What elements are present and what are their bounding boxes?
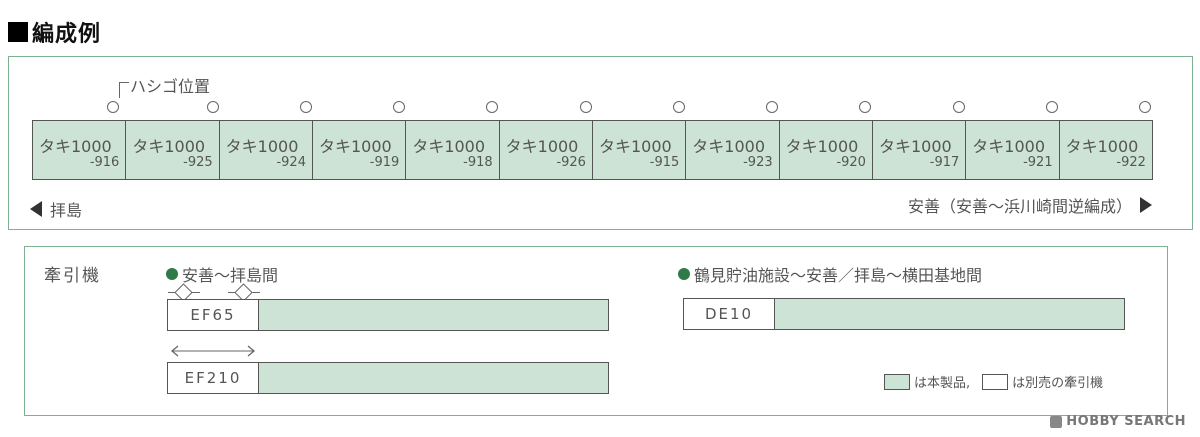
locomotive-name: EF65 xyxy=(168,300,259,330)
car-type: タキ1000 xyxy=(39,137,112,156)
locomotive-name: EF210 xyxy=(168,363,259,393)
legend-swatch-separate xyxy=(982,373,1009,390)
ladder-circle-icon xyxy=(486,101,499,113)
cars-row: タキ1000-916 タキ1000-925 タキ1000-924 タキ1000-… xyxy=(32,120,1153,180)
left-arrow-icon xyxy=(30,201,42,217)
car-number: -920 xyxy=(836,155,866,170)
route-label-2: 鶴見貯油施設～安善／拝島～横田基地間 xyxy=(678,262,982,286)
car-type: タキ1000 xyxy=(785,137,859,156)
ladder-circle-icon xyxy=(1045,101,1058,113)
locomotive-ef210: EF210 xyxy=(167,362,609,394)
car-10: タキ1000-917 xyxy=(871,121,966,179)
ladder-position-label: ハシゴ位置 xyxy=(130,77,211,96)
legend: は本製品, は別売の牽引機 xyxy=(884,372,1103,391)
car-8: タキ1000-923 xyxy=(685,121,779,179)
car-type: タキ1000 xyxy=(318,137,392,156)
car-number: -918 xyxy=(463,155,493,170)
car-4: タキ1000-919 xyxy=(311,121,406,179)
direction-right: 安善（安善～浜川崎間逆編成） xyxy=(908,193,1152,217)
ladder-circle-icon xyxy=(952,101,965,113)
locomotive-name: DE10 xyxy=(684,299,775,329)
ladder-leader-line xyxy=(119,82,120,98)
ladder-circle-icon xyxy=(579,101,592,113)
direction-right-label: 安善（安善～浜川崎間逆編成） xyxy=(907,197,1132,216)
ladder-circle-icon xyxy=(672,101,685,113)
ladder-leader-line-horizontal xyxy=(119,82,129,83)
car-type: タキ1000 xyxy=(132,137,206,156)
locomotive-body-product xyxy=(775,299,1124,329)
car-number: -926 xyxy=(556,155,586,170)
car-number: -916 xyxy=(89,155,120,170)
direction-left: 拝島 xyxy=(30,197,82,221)
car-number: -924 xyxy=(276,155,306,170)
legend-product-label: は本製品, xyxy=(914,376,971,391)
route-1-text: 安善～拝島間 xyxy=(182,266,279,285)
legend-separate-label: は別売の牽引機 xyxy=(1012,376,1104,391)
car-number: -921 xyxy=(1023,155,1053,170)
route-2-text: 鶴見貯油施設～安善／拝島～横田基地間 xyxy=(694,266,983,285)
ladder-circle-icon xyxy=(393,101,405,113)
car-type: タキ1000 xyxy=(412,137,486,156)
ladder-circle-icon xyxy=(107,101,119,113)
car-5: タキ1000-918 xyxy=(405,121,499,179)
car-type: タキ1000 xyxy=(598,137,672,156)
car-type: タキ1000 xyxy=(972,137,1046,156)
single-arm-pantograph-icon xyxy=(170,345,256,357)
car-12: タキ1000-922 xyxy=(1058,121,1152,179)
locomotive-de10: DE10 xyxy=(683,298,1125,330)
car-number: -922 xyxy=(1116,155,1146,170)
locomotive-body-product xyxy=(259,363,608,393)
car-type: タキ1000 xyxy=(1065,137,1139,156)
car-7: タキ1000-915 xyxy=(591,121,686,179)
watermark-text: HOBBY SEARCH xyxy=(1066,414,1186,429)
car-type: タキ1000 xyxy=(225,137,299,156)
ladder-circle-icon xyxy=(1139,101,1151,113)
title-text: 編成例 xyxy=(32,22,102,47)
right-arrow-icon xyxy=(1140,197,1152,213)
car-2: タキ1000-925 xyxy=(125,121,219,179)
car-number: -915 xyxy=(649,155,680,170)
title-square-icon xyxy=(8,22,28,42)
car-type: タキ1000 xyxy=(692,137,766,156)
ladder-circle-icon xyxy=(766,101,778,113)
car-6: タキ1000-926 xyxy=(498,121,592,179)
car-number: -923 xyxy=(743,155,773,170)
car-number: -917 xyxy=(929,155,960,170)
car-3: タキ1000-924 xyxy=(218,121,312,179)
car-11: タキ1000-921 xyxy=(965,121,1059,179)
car-9: タキ1000-920 xyxy=(778,121,872,179)
car-type: タキ1000 xyxy=(505,137,579,156)
section-title: 編成例 xyxy=(8,16,101,48)
ladder-circle-icon xyxy=(206,101,219,113)
legend-swatch-product xyxy=(884,373,910,390)
locomotive-heading: 牽引機 xyxy=(44,266,101,286)
watermark-logo-icon xyxy=(1050,415,1063,428)
ladder-circle-icon xyxy=(299,101,312,113)
car-number: -919 xyxy=(369,155,400,170)
car-type: タキ1000 xyxy=(878,137,952,156)
direction-left-label: 拝島 xyxy=(50,201,83,220)
locomotive-ef65: EF65 xyxy=(167,299,609,331)
locomotive-body-product xyxy=(259,300,608,330)
ladder-circle-icon xyxy=(859,101,872,113)
watermark: HOBBY SEARCH xyxy=(1050,414,1186,429)
car-number: -925 xyxy=(183,155,213,170)
bullet-dot-icon xyxy=(678,268,690,280)
route-label-1: 安善～拝島間 xyxy=(166,262,278,286)
car-1: タキ1000-916 xyxy=(33,121,126,179)
bullet-dot-icon xyxy=(166,268,178,280)
